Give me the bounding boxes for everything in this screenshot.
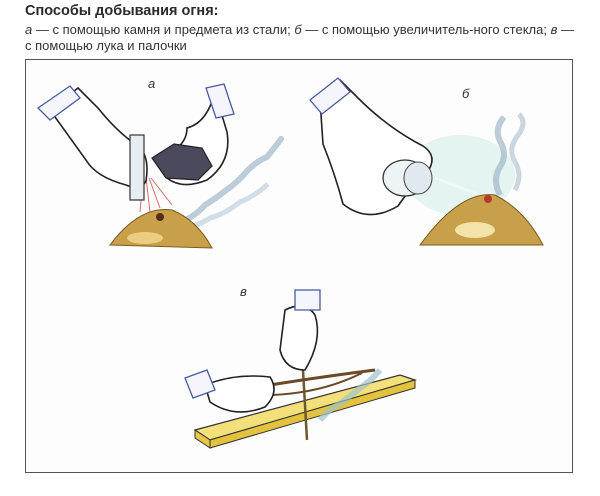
panel-a-stone-steel bbox=[36, 83, 284, 249]
figure-caption: а — с помощью камня и предмета из стали;… bbox=[25, 22, 580, 54]
panel-b-magnifying-glass bbox=[309, 77, 544, 246]
panel-label-v: в bbox=[240, 284, 247, 299]
panel-label-a: а bbox=[148, 76, 155, 91]
caption-text-b: — с помощью увеличитель-ного стекла; bbox=[301, 22, 551, 37]
panel-c-bow-drill bbox=[184, 289, 418, 449]
caption-text-v: — с помощью лука и палочки bbox=[25, 22, 575, 53]
caption-text-a: — с помощью камня и предмета из стали; bbox=[32, 22, 295, 37]
panel-label-b: б bbox=[462, 86, 470, 101]
caption-letter-a: а bbox=[25, 22, 33, 37]
caption-letter-b: б bbox=[294, 22, 302, 37]
caption-letter-v: в bbox=[550, 22, 558, 37]
page-title: Способы добывания огня: bbox=[25, 3, 219, 19]
